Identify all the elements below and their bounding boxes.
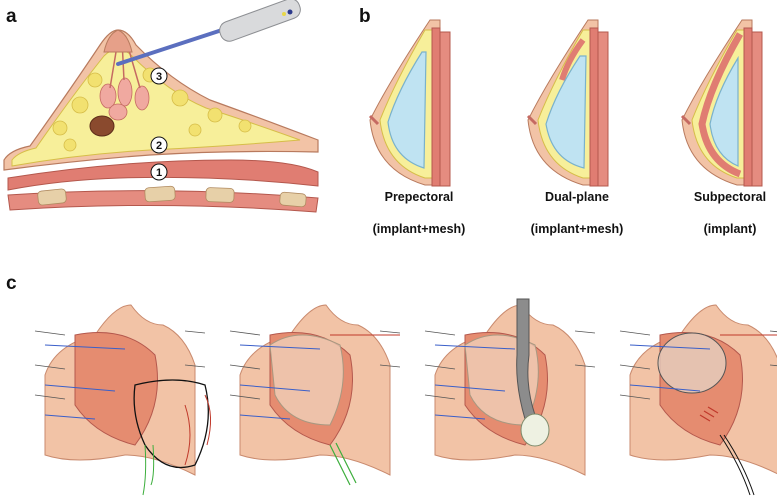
- caption-subpectoral: Subpectoral: [693, 190, 767, 204]
- glandular-tissue: [99, 77, 150, 121]
- caption-subpectoral-detail: (implant): [703, 222, 757, 236]
- layer-marker-1-label: 1: [156, 167, 162, 179]
- fat-lobules: [52, 67, 252, 152]
- step-2-diagram: [229, 304, 401, 486]
- caption-prepectoral-detail: (implant+mesh): [372, 222, 466, 236]
- caption-prepectoral: Prepectoral: [384, 190, 454, 204]
- panel-a-letter: a: [6, 6, 17, 27]
- tumor: [89, 115, 115, 137]
- surgical-probe: [116, 0, 301, 66]
- step-3-diagram: [424, 298, 596, 476]
- layer-marker-3: 3: [150, 67, 168, 85]
- layer-marker-2: 2: [150, 136, 168, 154]
- prepectoral-diagram: [368, 19, 451, 187]
- panel-b-letter: b: [359, 6, 371, 27]
- chest-wall-muscle: [7, 190, 319, 213]
- layer-marker-3-label: 3: [156, 71, 162, 83]
- breast-fat: [11, 48, 301, 167]
- step-4-diagram: [619, 304, 777, 496]
- dual-plane-diagram: [526, 19, 609, 187]
- layer-marker-1: 1: [150, 163, 168, 181]
- step-1-diagram: [34, 304, 211, 496]
- subpectoral-diagram: [680, 19, 763, 187]
- caption-dual-plane: Dual-plane: [545, 190, 609, 204]
- panel-c-letter: c: [6, 273, 17, 294]
- layer-marker-2-label: 2: [156, 140, 162, 152]
- nipple: [103, 29, 133, 53]
- caption-dual-plane-detail: (implant+mesh): [530, 222, 624, 236]
- rib-segments: [37, 185, 307, 208]
